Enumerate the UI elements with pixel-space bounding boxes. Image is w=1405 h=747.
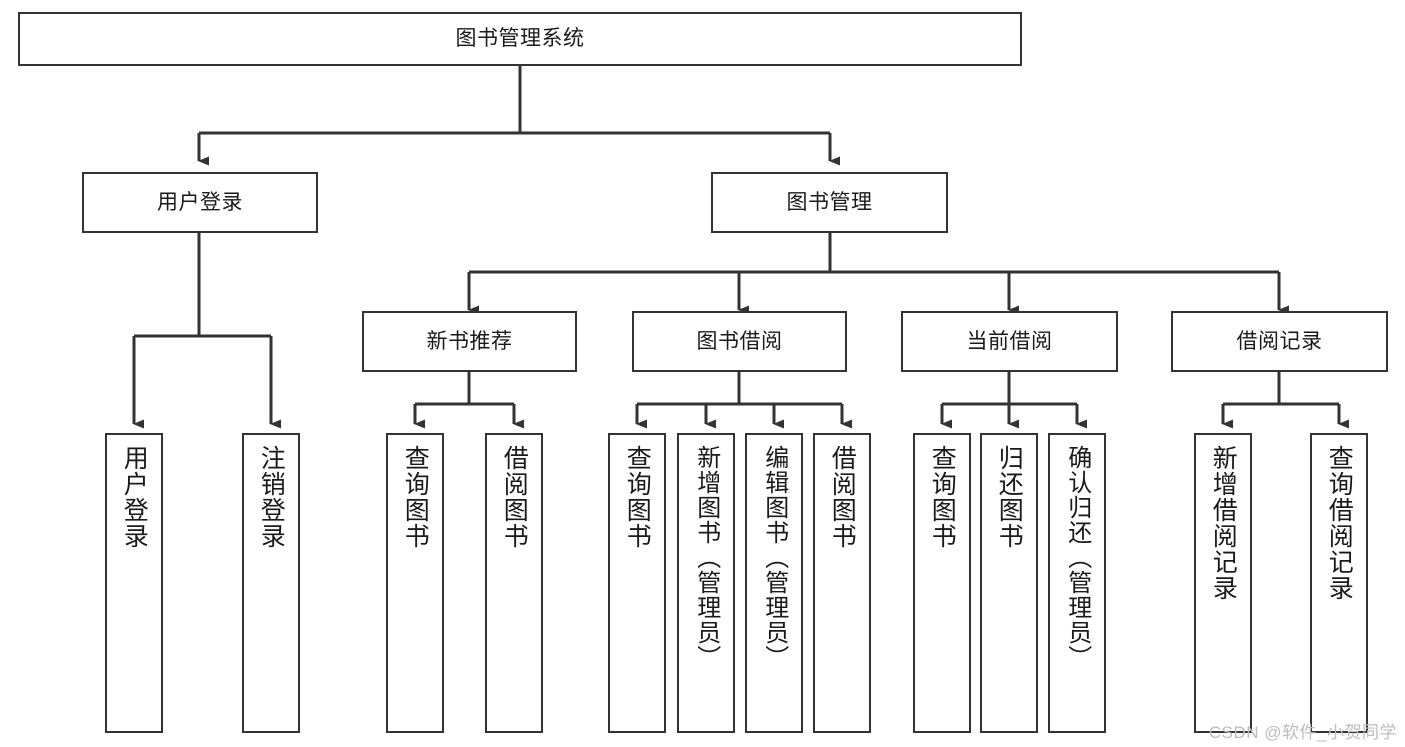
node-label: 当前借阅	[966, 329, 1053, 353]
node-root-book-management-system[interactable]: 图书管理系统	[18, 12, 1022, 66]
leaf-bookborrow-borrow-books[interactable]: 借阅图书	[813, 433, 871, 733]
node-label: 归还图书	[995, 445, 1024, 549]
leaf-borrowrecord-add-record[interactable]: 新增借阅记录	[1194, 433, 1252, 733]
node-new-book-recommendation[interactable]: 新书推荐	[362, 311, 577, 372]
node-label: 编辑图书（管理员）	[760, 445, 788, 670]
leaf-bookborrow-add-book-admin[interactable]: 新增图书（管理员）	[677, 433, 735, 733]
node-label: 查询图书	[623, 445, 652, 549]
node-book-borrowing[interactable]: 图书借阅	[632, 311, 847, 372]
leaf-bookborrow-edit-book-admin[interactable]: 编辑图书（管理员）	[745, 433, 803, 733]
leaf-newbook-borrow-books[interactable]: 借阅图书	[485, 433, 543, 733]
node-label: 借阅记录	[1236, 329, 1323, 353]
node-label: 图书管理	[786, 190, 873, 214]
node-label: 新增图书（管理员）	[692, 445, 720, 670]
node-label: 新书推荐	[426, 329, 513, 353]
leaf-borrowrecord-query-record[interactable]: 查询借阅记录	[1310, 433, 1368, 733]
node-label: 新增借阅记录	[1209, 445, 1238, 601]
leaf-logout[interactable]: 注销登录	[242, 433, 300, 733]
node-label: 借阅图书	[500, 445, 529, 549]
leaf-currentborrow-confirm-return-admin[interactable]: 确认归还（管理员）	[1048, 433, 1106, 733]
node-user-login[interactable]: 用户登录	[82, 172, 318, 233]
leaf-user-login[interactable]: 用户登录	[105, 433, 163, 733]
node-label: 借阅图书	[828, 445, 857, 549]
leaf-currentborrow-query-books[interactable]: 查询图书	[913, 433, 971, 733]
node-label: 图书借阅	[696, 329, 783, 353]
leaf-currentborrow-return-books[interactable]: 归还图书	[980, 433, 1038, 733]
node-label: 查询图书	[401, 445, 430, 549]
leaf-bookborrow-query-books[interactable]: 查询图书	[608, 433, 666, 733]
node-label: 注销登录	[257, 445, 286, 549]
node-label: 用户登录	[157, 190, 243, 214]
node-label: 查询图书	[928, 445, 957, 549]
node-book-management[interactable]: 图书管理	[711, 172, 948, 233]
node-label: 查询借阅记录	[1325, 445, 1354, 601]
node-label: 图书管理系统	[455, 27, 585, 51]
node-borrowing-record[interactable]: 借阅记录	[1171, 311, 1388, 372]
node-label: 用户登录	[120, 445, 149, 549]
leaf-newbook-query-books[interactable]: 查询图书	[386, 433, 444, 733]
node-current-borrowing[interactable]: 当前借阅	[901, 311, 1118, 372]
node-label: 确认归还（管理员）	[1063, 445, 1091, 670]
